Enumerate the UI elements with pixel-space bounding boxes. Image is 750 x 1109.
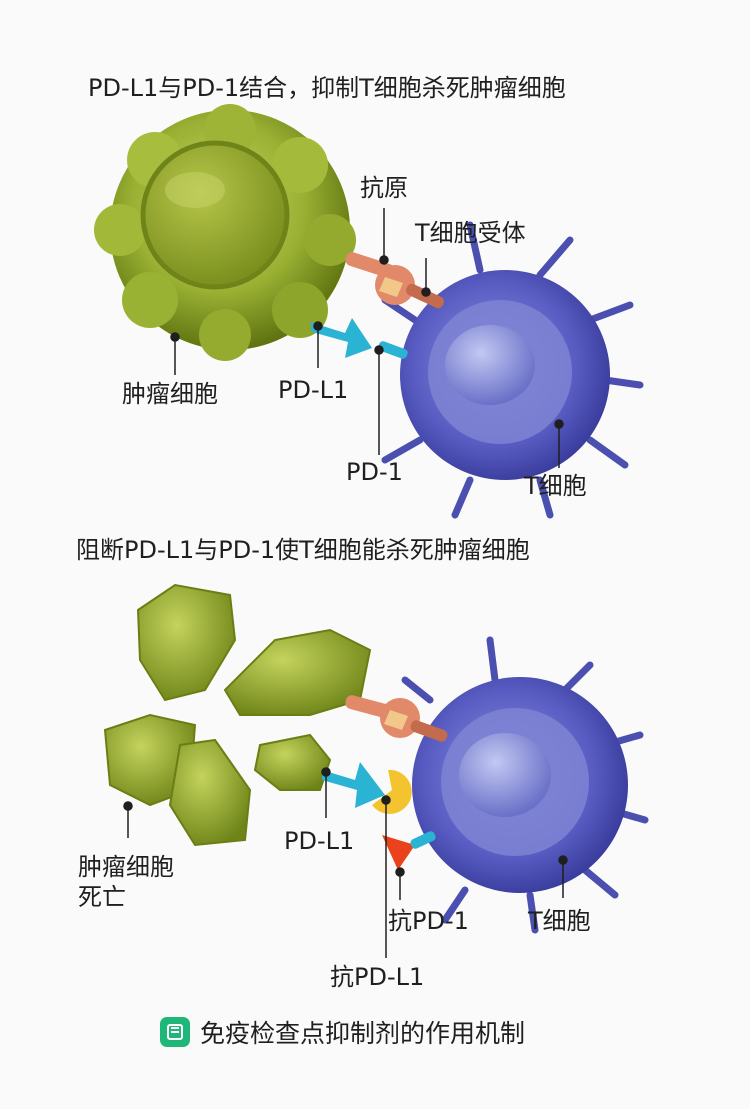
anti-pd1-bottom xyxy=(382,831,436,870)
label-anti-pd-1: 抗PD-1 xyxy=(388,907,469,935)
bottom-panel-title: 阻断PD-L1与PD-1使T细胞能杀死肿瘤细胞 xyxy=(76,536,530,564)
tumor-fragments xyxy=(103,583,372,847)
t-cell-bottom xyxy=(401,636,649,934)
label-anti-pd-l1: 抗PD-L1 xyxy=(330,963,425,991)
antigen-tcr-top xyxy=(345,252,445,309)
leader-lines-top xyxy=(170,208,564,468)
label-t-cell-bottom: T细胞 xyxy=(528,907,591,935)
label-tumor-cell: 肿瘤细胞 xyxy=(122,380,218,408)
label-tumor-dead-line2: 死亡 xyxy=(78,883,126,911)
top-panel-title: PD-L1与PD-1结合，抑制T细胞杀死肿瘤细胞 xyxy=(88,74,566,102)
t-cell-top xyxy=(381,221,644,519)
tumor-cell-top xyxy=(94,104,356,361)
label-t-cell-receptor: T细胞受体 xyxy=(415,219,526,247)
label-pd-1-top: PD-1 xyxy=(346,458,403,486)
leader-lines-bottom xyxy=(123,767,568,958)
label-tumor-dead-line1: 肿瘤细胞 xyxy=(78,853,174,881)
label-pd-l1-bottom: PD-L1 xyxy=(284,827,355,855)
pdl1-pd1-top xyxy=(310,318,408,359)
pdl1-antibody-bottom xyxy=(322,762,412,814)
label-t-cell-top: T细胞 xyxy=(524,472,587,500)
footer-caption: 免疫检查点抑制剂的作用机制 xyxy=(200,1019,526,1048)
label-antigen: 抗原 xyxy=(360,174,408,202)
label-pd-l1-top: PD-L1 xyxy=(278,376,349,404)
antigen-tcr-bottom xyxy=(345,695,448,742)
app-logo-icon xyxy=(160,1017,190,1047)
footer: 免疫检查点抑制剂的作用机制 xyxy=(160,1015,525,1049)
